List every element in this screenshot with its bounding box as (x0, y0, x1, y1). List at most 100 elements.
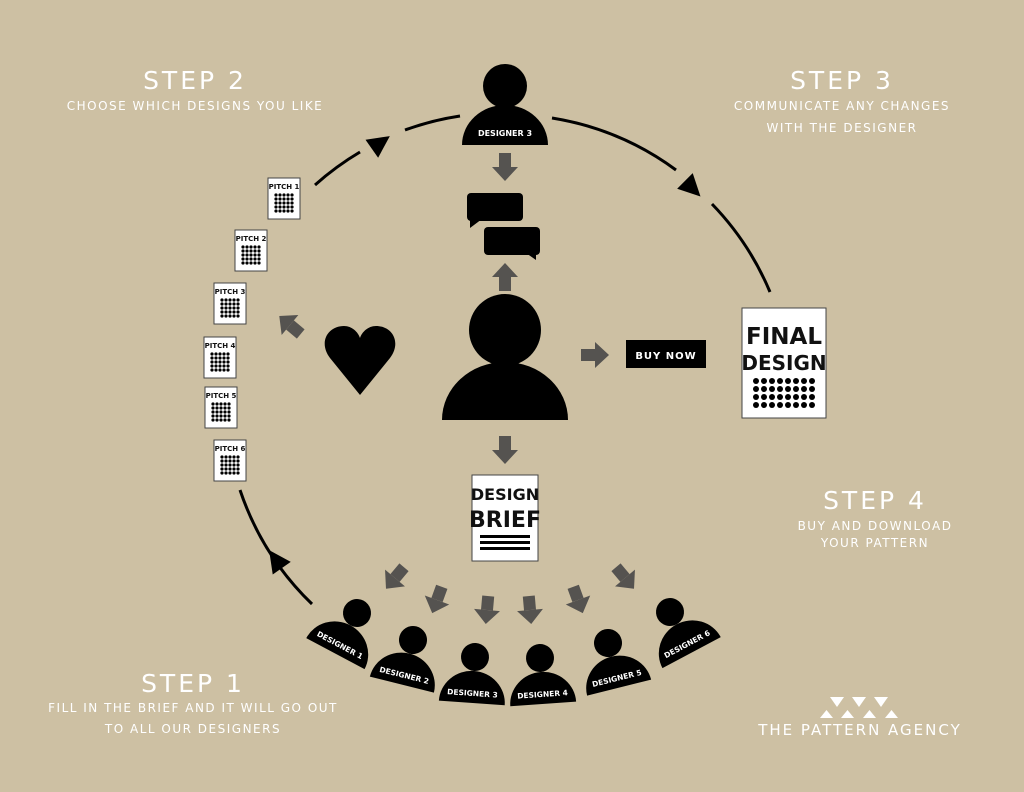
pattern-dot (809, 394, 815, 400)
pattern-dot (761, 402, 767, 408)
pitch-card[interactable]: PITCH 5 (204, 386, 238, 429)
pattern-dot (809, 386, 815, 392)
pattern-dot (226, 360, 230, 364)
pattern-dot (241, 257, 245, 261)
final-design-document: FINAL DESIGN (741, 307, 827, 419)
pattern-dot (286, 197, 290, 201)
step1-title: STEP 1 (141, 669, 245, 698)
pattern-dot (224, 302, 228, 306)
pattern-dot (211, 410, 215, 414)
pattern-dot (228, 471, 232, 475)
pattern-dot (220, 314, 224, 318)
pattern-dot (226, 368, 230, 372)
pitch-card[interactable]: PITCH 1 (267, 177, 301, 220)
pattern-dot (211, 402, 215, 406)
customer-avatar (442, 294, 568, 420)
pitch-label: PITCH 2 (236, 235, 267, 243)
step4-title: STEP 4 (823, 486, 927, 515)
pattern-dot (761, 394, 767, 400)
pattern-dot (215, 418, 219, 422)
pattern-dot (245, 253, 249, 257)
pattern-dot (211, 406, 215, 410)
pattern-dot (218, 356, 222, 360)
pattern-dot (223, 414, 227, 418)
buy-now-button[interactable]: BUY NOW (626, 340, 706, 368)
top-designer-avatar: DESIGNER 3 (462, 64, 548, 145)
pattern-dot (769, 378, 775, 384)
pattern-dot (801, 378, 807, 384)
pattern-dot (232, 302, 236, 306)
pattern-dot (245, 249, 249, 253)
pattern-dot (227, 410, 231, 414)
pitch-label: PITCH 1 (269, 183, 300, 191)
pattern-dot (232, 463, 236, 467)
designer-avatar: DESIGNER 1 (306, 599, 371, 670)
chat-bubbles-icon (467, 193, 540, 260)
pattern-dot (241, 253, 245, 257)
pattern-dot (785, 394, 791, 400)
pattern-dot (245, 261, 249, 265)
pattern-dot (226, 352, 230, 356)
pattern-dot (290, 193, 294, 197)
pattern-dot (769, 394, 775, 400)
pattern-dot (232, 314, 236, 318)
pattern-dot (290, 197, 294, 201)
pattern-dot (809, 378, 815, 384)
pattern-dot (236, 310, 240, 314)
svg-text:FINAL: FINAL (746, 324, 822, 350)
pattern-dot (220, 463, 224, 467)
pattern-dot (227, 414, 231, 418)
pattern-dot (222, 368, 226, 372)
pitch-card[interactable]: PITCH 6 (213, 439, 247, 482)
step2-title: STEP 2 (143, 66, 247, 95)
pattern-dot (249, 245, 253, 249)
pattern-dot (249, 257, 253, 261)
pattern-dot (286, 205, 290, 209)
pattern-dot (278, 209, 282, 213)
pattern-dot (253, 257, 257, 261)
pattern-dot (210, 368, 214, 372)
pattern-dot (232, 459, 236, 463)
pattern-dot (228, 306, 232, 310)
pattern-dot (224, 455, 228, 459)
pattern-dot (219, 418, 223, 422)
step1-text: TO ALL OUR DESIGNERS (104, 722, 281, 736)
pattern-dot (769, 386, 775, 392)
pattern-dot (785, 378, 791, 384)
heart-icon (324, 326, 396, 395)
pattern-dot (224, 467, 228, 471)
step3-title: STEP 3 (790, 66, 894, 95)
pattern-dot (253, 261, 257, 265)
step3-text: WITH THE DESIGNER (767, 121, 918, 135)
pattern-dot (218, 352, 222, 356)
pattern-dot (220, 459, 224, 463)
pattern-dot (278, 193, 282, 197)
pattern-dot (222, 360, 226, 364)
step4-text: BUY AND DOWNLOAD (798, 519, 953, 533)
pattern-dot (801, 402, 807, 408)
pitch-card[interactable]: PITCH 4 (203, 336, 237, 379)
pattern-dot (223, 410, 227, 414)
pitch-label: PITCH 4 (205, 342, 236, 350)
pattern-dot (282, 197, 286, 201)
brand-name: THE PATTERN AGENCY (757, 721, 962, 739)
pattern-dot (210, 364, 214, 368)
pattern-dot (257, 245, 261, 249)
pattern-dot (220, 302, 224, 306)
pattern-dot (253, 249, 257, 253)
pattern-dot (286, 201, 290, 205)
pitch-card[interactable]: PITCH 2 (234, 229, 268, 272)
pattern-dot (224, 463, 228, 467)
pattern-dot (801, 386, 807, 392)
pattern-dot (226, 364, 230, 368)
pattern-dot (236, 302, 240, 306)
pattern-dot (257, 249, 261, 253)
pattern-dot (236, 459, 240, 463)
pitch-card[interactable]: PITCH 3 (213, 282, 247, 325)
pattern-dot (286, 193, 290, 197)
pattern-dot (274, 209, 278, 213)
pattern-dot (785, 386, 791, 392)
pattern-dot (253, 245, 257, 249)
pattern-dot (211, 414, 215, 418)
